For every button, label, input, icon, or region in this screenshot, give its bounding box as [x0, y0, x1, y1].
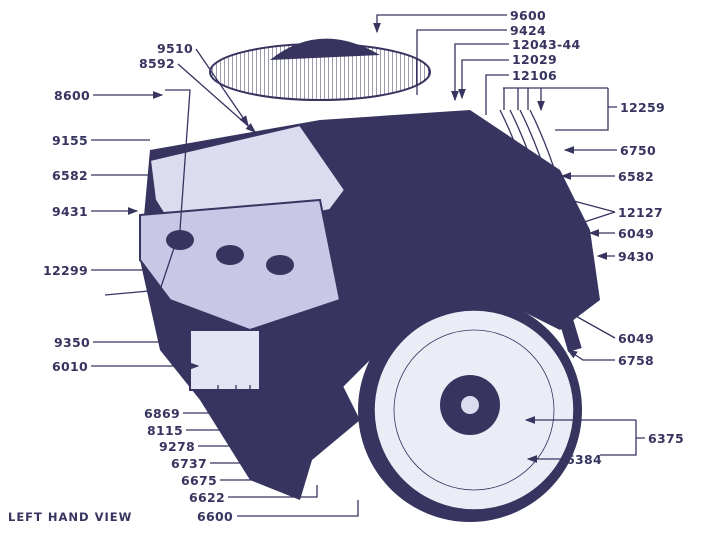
part-label: 6622	[189, 490, 225, 505]
right-callouts: 9600 9424 12043-44 12029 12106 12259 675…	[373, 8, 684, 467]
manifold-ports	[166, 230, 294, 275]
part-label: 6869	[144, 406, 180, 421]
part-label: 12127	[618, 205, 663, 220]
part-label: 12299	[43, 263, 88, 278]
air-cleaner-dome	[270, 38, 380, 60]
part-label: 6010	[52, 359, 88, 374]
starter-motor	[260, 360, 360, 470]
part-label: 6600	[197, 509, 233, 524]
part-label: 12029	[512, 52, 557, 67]
left-callouts: 9510 8592 8600 9155 6582 9431 12299 9350…	[43, 41, 359, 524]
view-caption: LEFT HAND VIEW	[8, 510, 132, 524]
part-label: 9510	[157, 41, 193, 56]
part-label: 12259	[620, 100, 665, 115]
spark-plug-wires	[499, 109, 576, 251]
part-label: 9278	[159, 439, 195, 454]
part-label: 9350	[54, 335, 90, 350]
part-label: 12106	[512, 68, 557, 83]
oil-pan	[189, 329, 261, 391]
upper-hose	[397, 203, 582, 353]
part-label: 6049	[618, 226, 654, 241]
part-label: 12043-44	[512, 37, 580, 52]
part-label: 6582	[52, 168, 88, 183]
part-label: 9431	[52, 204, 88, 219]
part-label: 6737	[171, 456, 207, 471]
part-label: 6758	[618, 353, 654, 368]
part-label: 6750	[620, 143, 656, 158]
part-label: 8600	[54, 88, 90, 103]
part-label: 6375	[648, 431, 684, 446]
part-label: 9600	[510, 8, 546, 23]
part-label: 8592	[139, 56, 175, 71]
part-label: 6049	[618, 331, 654, 346]
engine-illustration	[104, 38, 600, 522]
part-label: 6384	[566, 452, 602, 467]
part-label: 9155	[52, 133, 88, 148]
part-label: 6582	[618, 169, 654, 184]
part-label: 6675	[181, 473, 217, 488]
dipstick	[104, 89, 191, 296]
flywheel-ring	[393, 329, 555, 491]
part-label: 9430	[618, 249, 654, 264]
part-label: 8115	[147, 423, 183, 438]
flywheel-center	[461, 396, 479, 414]
part-label: 9424	[510, 23, 546, 38]
